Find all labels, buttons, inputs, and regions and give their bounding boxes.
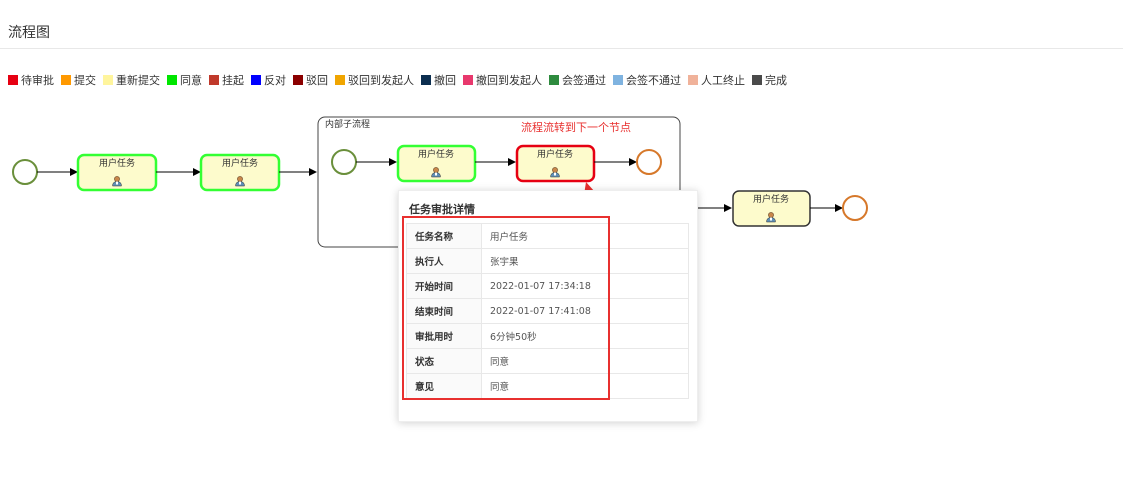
task-node[interactable]: 用户任务 — [732, 190, 811, 227]
legend-label: 驳回 — [306, 74, 328, 87]
table-row: 意见同意 — [406, 373, 689, 399]
legend-swatch — [251, 75, 261, 85]
row-value: 同意 — [481, 348, 689, 374]
task-label: 用户任务 — [418, 148, 454, 160]
legend-item: 重新提交 — [103, 72, 160, 88]
row-value: 2022-01-07 17:34:18 — [481, 273, 689, 299]
legend-swatch — [335, 75, 345, 85]
legend-label: 挂起 — [222, 74, 244, 87]
popup-title: 任务审批详情 — [409, 203, 475, 216]
task-node[interactable]: 用户任务 — [199, 153, 281, 192]
callout-text: 流程流转到下一个节点 — [521, 120, 631, 134]
table-row: 执行人张宇果 — [406, 248, 689, 274]
legend-item: 反对 — [251, 72, 286, 88]
legend-swatch — [752, 75, 762, 85]
legend-item: 驳回到发起人 — [335, 72, 414, 88]
page-header: 流程图 — [0, 0, 1123, 49]
legend-label: 反对 — [264, 74, 286, 87]
legend-item: 挂起 — [209, 72, 244, 88]
legend-swatch — [293, 75, 303, 85]
table-row: 状态同意 — [406, 348, 689, 374]
legend-label: 提交 — [74, 74, 96, 87]
status-legend: 待审批 提交 重新提交 同意 挂起 反对 驳回 驳回到发起人 撤回 撤回到发起人… — [8, 72, 794, 88]
legend-swatch — [549, 75, 559, 85]
legend-item: 同意 — [167, 72, 202, 88]
legend-swatch — [8, 75, 18, 85]
page-title: 流程图 — [8, 25, 50, 41]
table-row: 任务名称用户任务 — [406, 223, 689, 249]
subprocess-label: 内部子流程 — [325, 118, 370, 130]
legend-item: 撤回到发起人 — [463, 72, 542, 88]
legend-item: 完成 — [752, 72, 787, 88]
legend-label: 驳回到发起人 — [348, 74, 414, 87]
legend-swatch — [61, 75, 71, 85]
row-value: 6分钟50秒 — [481, 323, 689, 349]
legend-item: 提交 — [61, 72, 96, 88]
legend-label: 重新提交 — [116, 74, 160, 87]
legend-label: 完成 — [765, 74, 787, 87]
row-key: 结束时间 — [406, 298, 482, 324]
legend-label: 撤回到发起人 — [476, 74, 542, 87]
legend-swatch — [209, 75, 219, 85]
row-value: 2022-01-07 17:41:08 — [481, 298, 689, 324]
task-label: 用户任务 — [537, 148, 573, 160]
subprocess-end-event[interactable] — [636, 149, 662, 175]
process-diagram: 内部子流程 用户任务 用户任务 用户任务 用户任务 流程流转到下一个节点 用户任… — [12, 116, 868, 248]
legend-swatch — [463, 75, 473, 85]
task-node[interactable]: 用户任务 — [396, 144, 477, 183]
row-value: 张宇果 — [481, 248, 689, 274]
legend-item: 撤回 — [421, 72, 456, 88]
row-key: 开始时间 — [406, 273, 482, 299]
row-key: 任务名称 — [406, 223, 482, 249]
subprocess-start-event[interactable] — [331, 149, 357, 175]
task-label: 用户任务 — [222, 157, 258, 169]
task-label: 用户任务 — [99, 157, 135, 169]
legend-item: 待审批 — [8, 72, 54, 88]
start-event[interactable] — [12, 159, 38, 185]
row-key: 意见 — [406, 373, 482, 399]
row-key: 执行人 — [406, 248, 482, 274]
legend-label: 同意 — [180, 74, 202, 87]
row-value: 同意 — [481, 373, 689, 399]
legend-item: 会签通过 — [549, 72, 606, 88]
legend-label: 人工终止 — [701, 74, 745, 87]
legend-swatch — [421, 75, 431, 85]
legend-label: 待审批 — [21, 74, 54, 87]
task-label: 用户任务 — [753, 193, 789, 205]
row-key: 状态 — [406, 348, 482, 374]
legend-item: 驳回 — [293, 72, 328, 88]
row-key: 审批用时 — [406, 323, 482, 349]
legend-item: 人工终止 — [688, 72, 745, 88]
legend-label: 会签不通过 — [626, 74, 681, 87]
legend-swatch — [103, 75, 113, 85]
task-node[interactable]: 用户任务 — [76, 153, 158, 192]
legend-swatch — [688, 75, 698, 85]
legend-swatch — [167, 75, 177, 85]
legend-swatch — [613, 75, 623, 85]
end-event[interactable] — [842, 195, 868, 221]
row-value: 用户任务 — [481, 223, 689, 249]
task-node-current[interactable]: 用户任务 — [515, 144, 596, 183]
legend-label: 会签通过 — [562, 74, 606, 87]
legend-item: 会签不通过 — [613, 72, 681, 88]
legend-label: 撤回 — [434, 74, 456, 87]
